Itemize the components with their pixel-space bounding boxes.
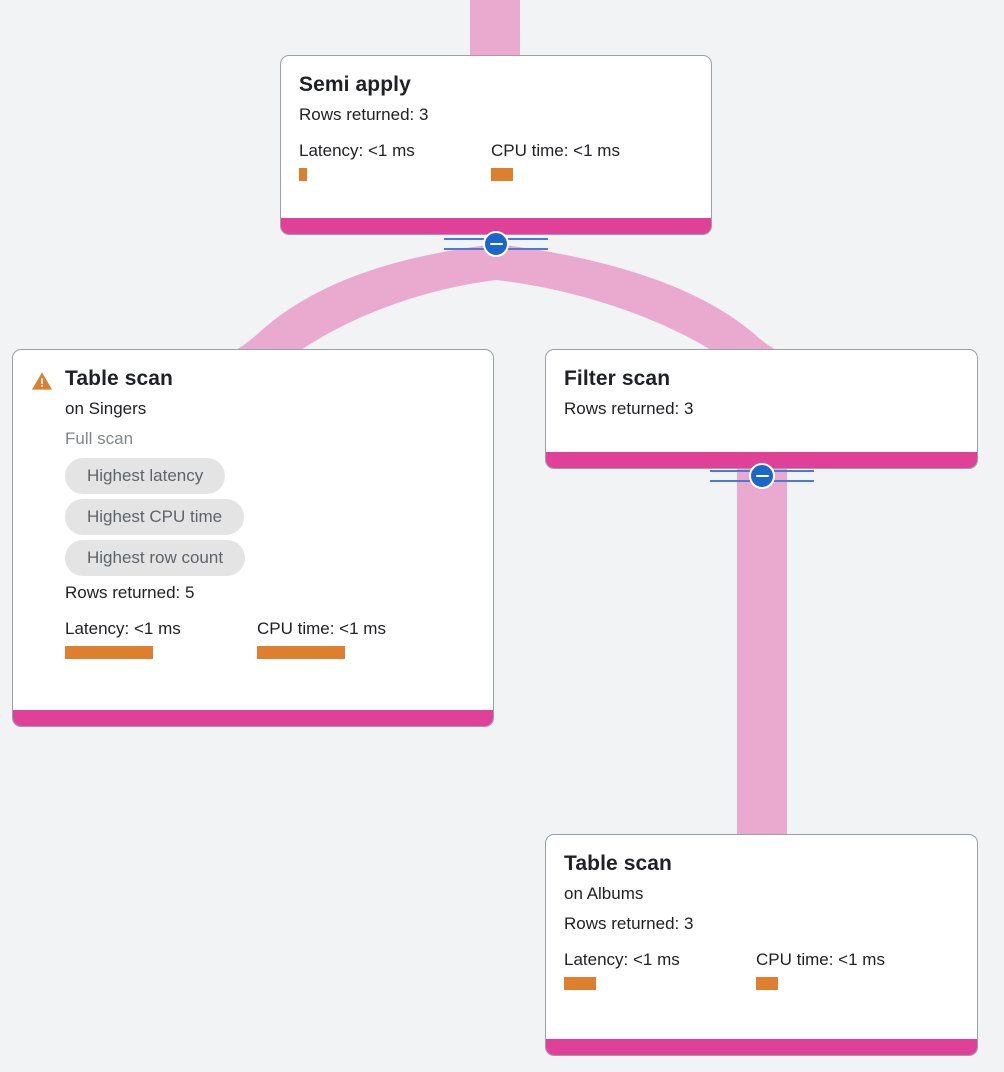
cpu-time-bar bbox=[257, 646, 345, 659]
edge-root-to-semi-apply bbox=[470, 0, 520, 56]
metrics-row: Latency: <1 ms CPU time: <1 ms bbox=[299, 140, 693, 181]
cpu-metric: CPU time: <1 ms bbox=[756, 949, 885, 990]
node-card-semi-apply[interactable]: Semi apply Rows returned: 3 Latency: <1 … bbox=[280, 55, 712, 235]
cpu-time-label: CPU time: <1 ms bbox=[756, 950, 885, 969]
rows-returned-label: Rows returned: 5 bbox=[65, 583, 195, 602]
card-title-row: Table scan bbox=[31, 366, 475, 392]
latency-label: Latency: <1 ms bbox=[564, 950, 680, 969]
edge-semi-apply-to-table-scan-singers bbox=[230, 244, 496, 352]
chip-highest-cpu-time[interactable]: Highest CPU time bbox=[65, 499, 245, 535]
latency-bar bbox=[564, 977, 596, 990]
card-accent-bar bbox=[546, 1039, 977, 1055]
card-body: Semi apply Rows returned: 3 Latency: <1 … bbox=[281, 56, 711, 218]
latency-bar bbox=[299, 168, 307, 181]
card-title-row: Table scan bbox=[564, 851, 959, 877]
node-card-table-scan-albums[interactable]: Table scan on Albums Rows returned: 3 La… bbox=[545, 834, 978, 1056]
metrics-row: Latency: <1 ms CPU time: <1 ms bbox=[564, 949, 959, 990]
edge-semi-apply-to-filter-scan bbox=[496, 244, 784, 352]
card-title-row: Filter scan bbox=[564, 366, 959, 392]
collapse-toggle-filter-scan[interactable] bbox=[710, 461, 814, 491]
latency-metric: Latency: <1 ms bbox=[65, 618, 257, 659]
card-accent-bar bbox=[546, 452, 977, 468]
card-body: Filter scan Rows returned: 3 bbox=[546, 350, 977, 452]
node-title: Table scan bbox=[65, 367, 173, 390]
cpu-time-bar bbox=[756, 977, 778, 990]
node-subtitle: on Albums bbox=[564, 884, 644, 903]
cpu-metric: CPU time: <1 ms bbox=[491, 140, 620, 181]
latency-label: Latency: <1 ms bbox=[65, 619, 181, 638]
warning-triangle-icon bbox=[31, 372, 53, 390]
card-title-row: Semi apply bbox=[299, 72, 693, 98]
node-card-table-scan-singers[interactable]: Table scan on Singers Full scan Highest … bbox=[12, 349, 494, 727]
node-subtitle: on Singers bbox=[65, 399, 147, 418]
node-title: Table scan bbox=[564, 852, 672, 875]
edge-filter-scan-to-table-scan-albums bbox=[737, 468, 787, 840]
rows-returned-label: Rows returned: 3 bbox=[564, 914, 694, 933]
node-title: Filter scan bbox=[564, 367, 671, 390]
scan-type-label: Full scan bbox=[65, 429, 134, 448]
latency-label: Latency: <1 ms bbox=[299, 141, 415, 160]
latency-metric: Latency: <1 ms bbox=[564, 949, 756, 990]
insight-chip-list: Highest latency Highest CPU time Highest… bbox=[65, 458, 475, 576]
card-body: Table scan on Albums Rows returned: 3 La… bbox=[546, 835, 977, 1039]
page-title: Semi apply bbox=[299, 73, 411, 96]
latency-bar bbox=[65, 646, 153, 659]
metrics-row: Latency: <1 ms CPU time: <1 ms bbox=[65, 618, 475, 659]
rows-returned-label: Rows returned: 3 bbox=[299, 105, 429, 124]
card-accent-bar bbox=[13, 710, 493, 726]
chip-highest-row-count[interactable]: Highest row count bbox=[65, 540, 246, 576]
latency-metric: Latency: <1 ms bbox=[299, 140, 491, 181]
chip-highest-latency[interactable]: Highest latency bbox=[65, 458, 226, 494]
cpu-time-label: CPU time: <1 ms bbox=[491, 141, 620, 160]
minus-icon[interactable] bbox=[483, 231, 509, 257]
card-accent-bar bbox=[281, 218, 711, 234]
collapse-toggle-semi-apply[interactable] bbox=[444, 229, 548, 259]
cpu-metric: CPU time: <1 ms bbox=[257, 618, 386, 659]
cpu-time-label: CPU time: <1 ms bbox=[257, 619, 386, 638]
card-body: Table scan on Singers Full scan Highest … bbox=[13, 350, 493, 710]
cpu-time-bar bbox=[491, 168, 513, 181]
rows-returned-label: Rows returned: 3 bbox=[564, 399, 694, 418]
node-card-filter-scan[interactable]: Filter scan Rows returned: 3 bbox=[545, 349, 978, 469]
minus-icon[interactable] bbox=[749, 463, 775, 489]
